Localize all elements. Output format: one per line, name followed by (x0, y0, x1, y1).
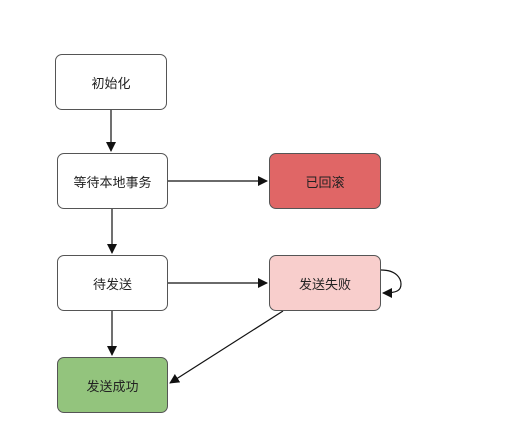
edge-failed-to-success (169, 310, 284, 384)
node-pending-send-label: 待发送 (92, 277, 132, 293)
node-rolled-back-label: 已回滚 (305, 175, 345, 191)
node-rolled-back: 已回滚 (269, 153, 381, 209)
node-pending-send: 待发送 (57, 255, 168, 311)
node-wait-local-tx-label: 等待本地事务 (73, 175, 152, 191)
node-wait-local-tx: 等待本地事务 (57, 153, 168, 209)
node-init-label: 初始化 (91, 76, 131, 92)
node-send-failed-label: 发送失败 (298, 277, 351, 293)
node-send-failed: 发送失败 (269, 255, 381, 311)
node-send-success: 发送成功 (57, 357, 168, 413)
node-init: 初始化 (55, 54, 167, 110)
edge-failed-self-loop (380, 269, 402, 298)
node-send-success-label: 发送成功 (86, 379, 139, 395)
